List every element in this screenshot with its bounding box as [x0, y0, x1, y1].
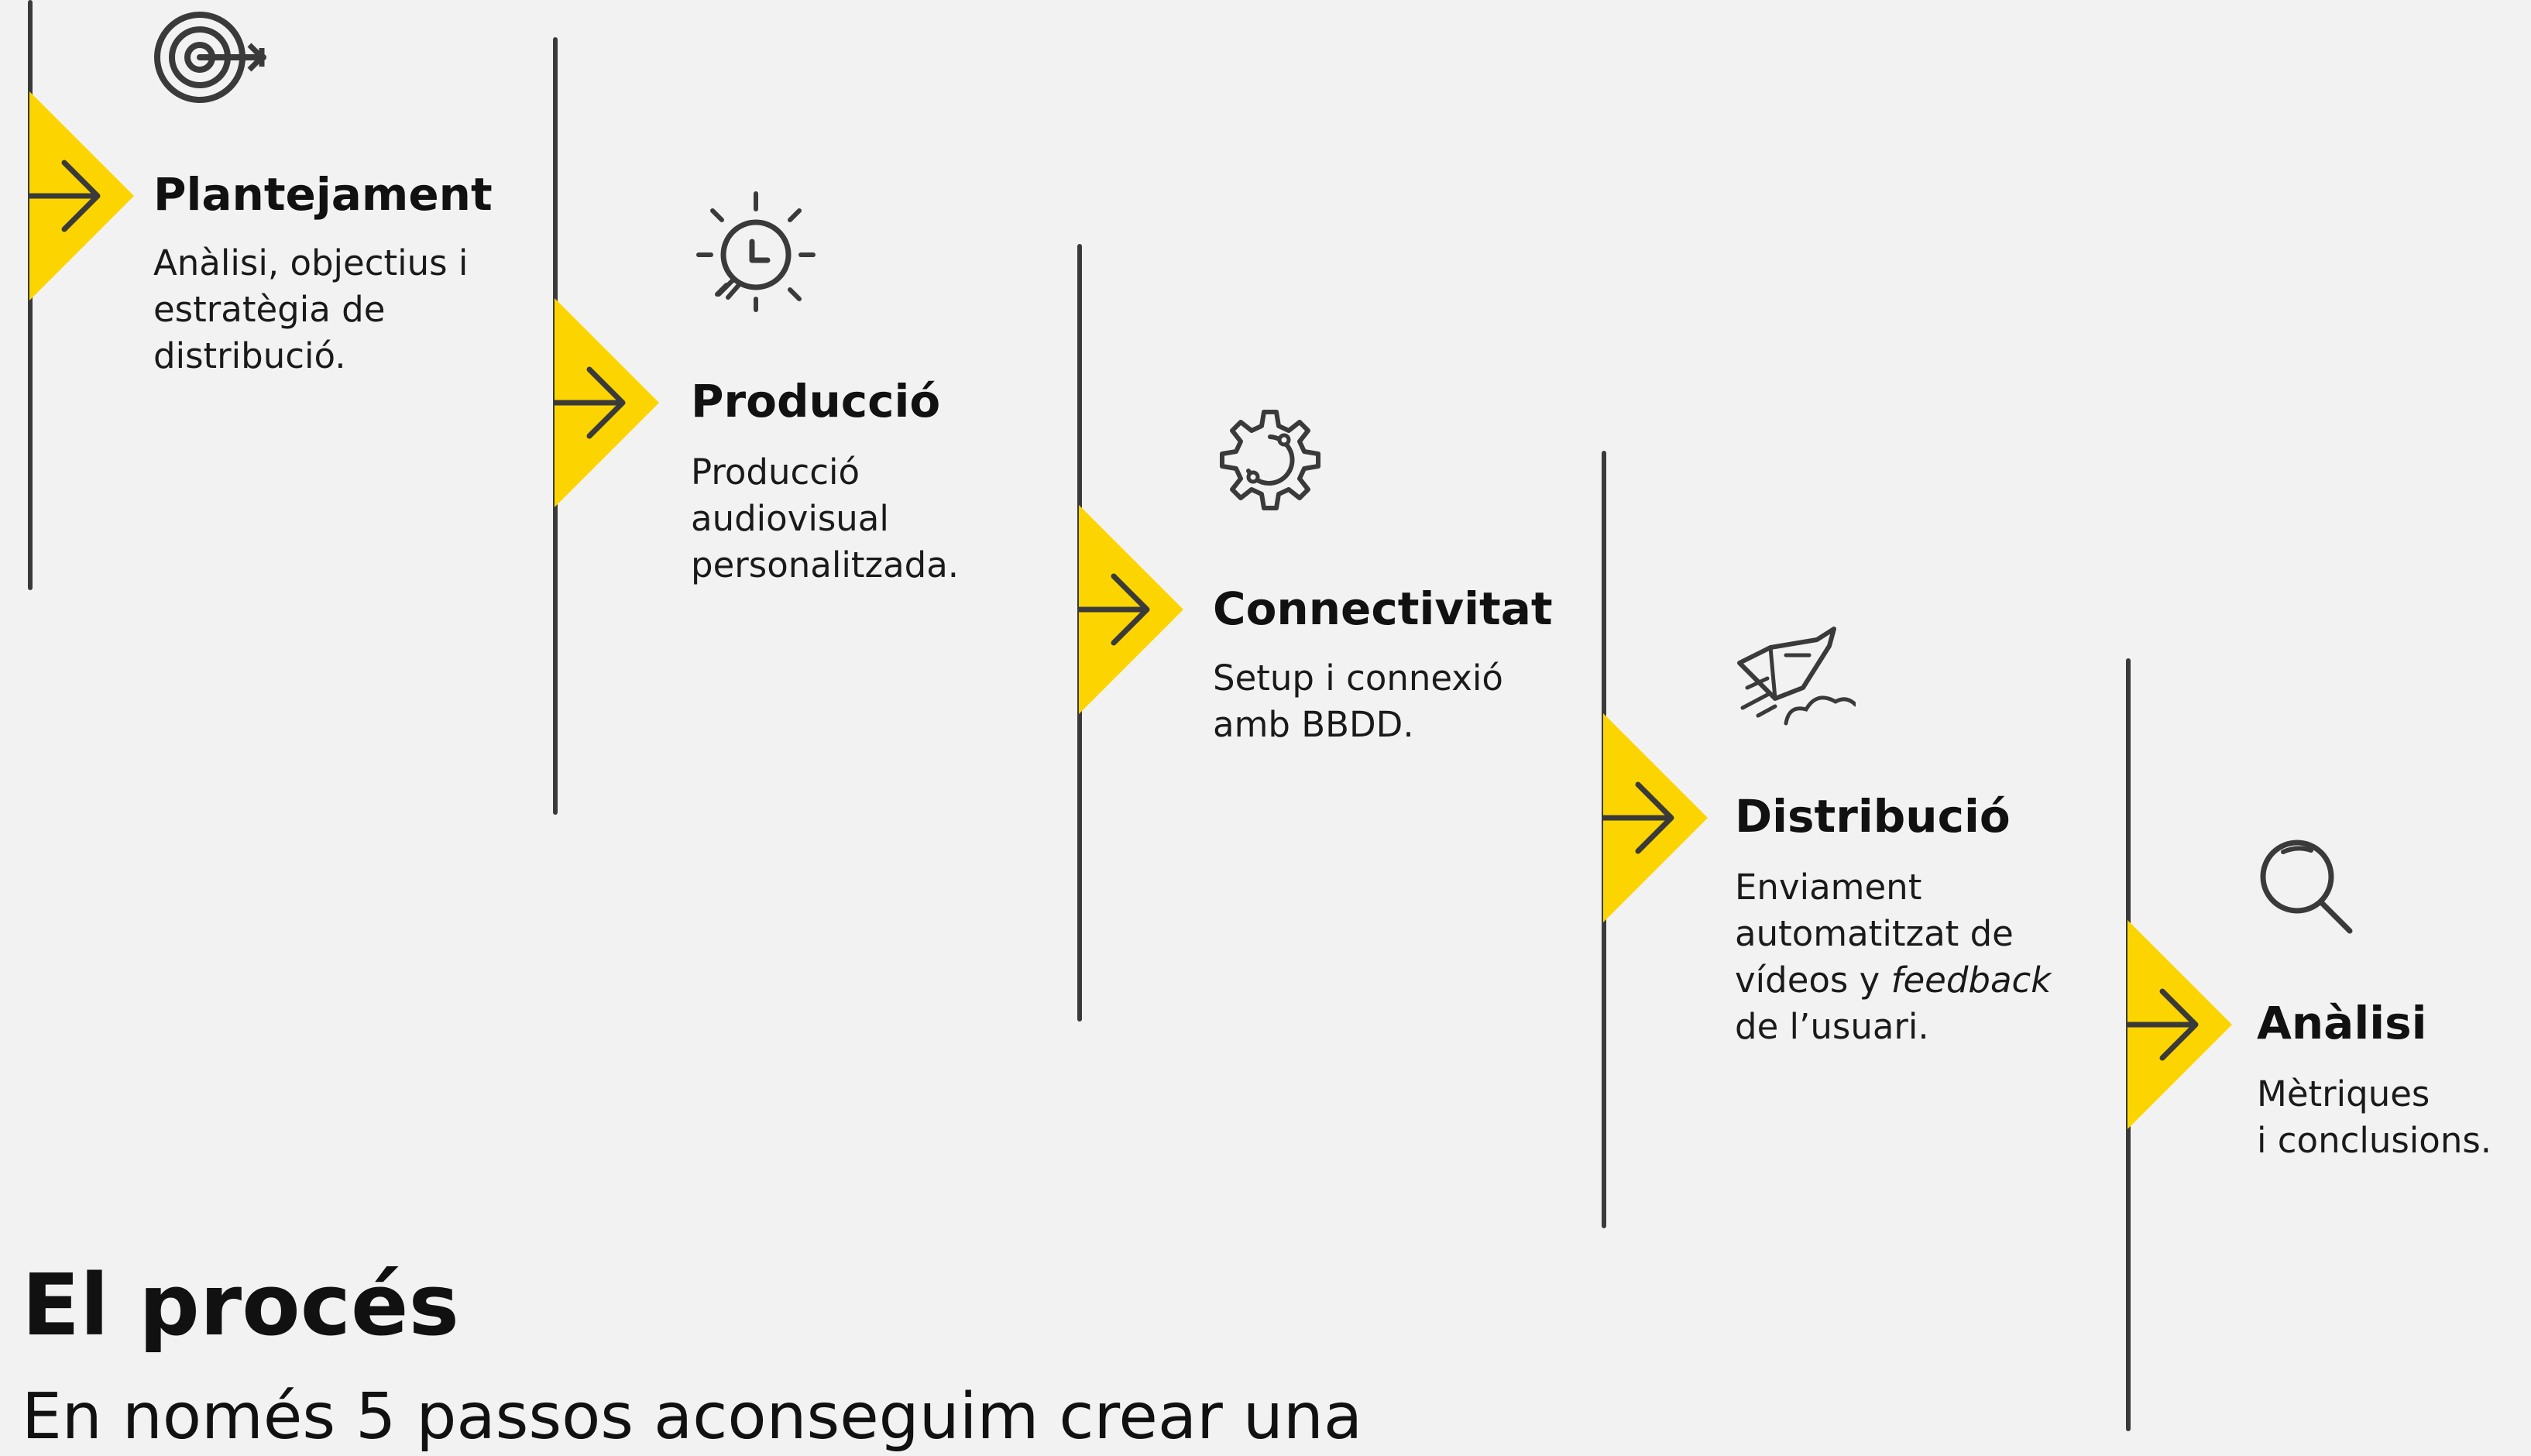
- step-description-line: i conclusions.: [2257, 1120, 2492, 1161]
- step-marker-arrow-2: [555, 298, 659, 507]
- step-description-analysis: Mètriques i conclusions.: [2257, 1071, 2492, 1164]
- step-description-line: Mètriques: [2257, 1073, 2430, 1114]
- step-description-line: personalitzada.: [691, 544, 960, 585]
- step-marker-arrow-4: [1603, 713, 1708, 922]
- step-marker-arrow-3: [1079, 505, 1183, 714]
- step-description-line: Producció: [691, 452, 860, 493]
- gear-icon: [1220, 410, 1320, 510]
- step-description-planning: Anàlisi, objectius i estratègia de distr…: [153, 240, 468, 379]
- section-title: El procés: [22, 1255, 459, 1355]
- step-description-production: Producció audiovisual personalitzada.: [691, 449, 959, 589]
- step-description-line: Setup i connexió: [1213, 658, 1503, 699]
- step-description-distribution: Enviament automatitzat de vídeos y feedb…: [1735, 864, 2051, 1050]
- step-description-line: distribució.: [153, 335, 346, 376]
- step-description-line: Anàlisi, objectius i: [153, 242, 469, 283]
- step-description-connectivity: Setup i connexió amb BBDD.: [1213, 655, 1503, 748]
- rocket-icon: [1737, 627, 1856, 726]
- lightbulb-icon: [696, 191, 816, 312]
- step-description-line: amb BBDD.: [1213, 704, 1414, 745]
- step-title-connectivity: Connectivitat: [1213, 582, 1553, 635]
- magnifier-icon: [2260, 840, 2353, 934]
- section-subtitle: En només 5 passos aconseguim crear una: [22, 1380, 1363, 1454]
- step-description-line: automatitzat de: [1735, 913, 2014, 954]
- step-description-line: de l’usuari.: [1735, 1006, 1929, 1047]
- step-title-production: Producció: [691, 375, 941, 428]
- step-description-line: vídeos y feedback: [1735, 957, 2051, 1004]
- step-description-line: Enviament: [1735, 867, 1922, 908]
- step-marker-arrow-5: [2127, 920, 2232, 1129]
- step-title-analysis: Anàlisi: [2257, 997, 2427, 1049]
- step-title-planning: Plantejament: [153, 168, 493, 221]
- step-description-line: audiovisual: [691, 498, 889, 539]
- feedback-emphasis: feedback: [1891, 960, 2052, 1001]
- step-title-distribution: Distribució: [1735, 790, 2011, 843]
- step-description-text: vídeos y: [1735, 960, 1891, 1001]
- step-marker-arrow-1: [29, 91, 134, 300]
- target-icon: [154, 12, 266, 103]
- step-description-line: estratègia de: [153, 289, 386, 330]
